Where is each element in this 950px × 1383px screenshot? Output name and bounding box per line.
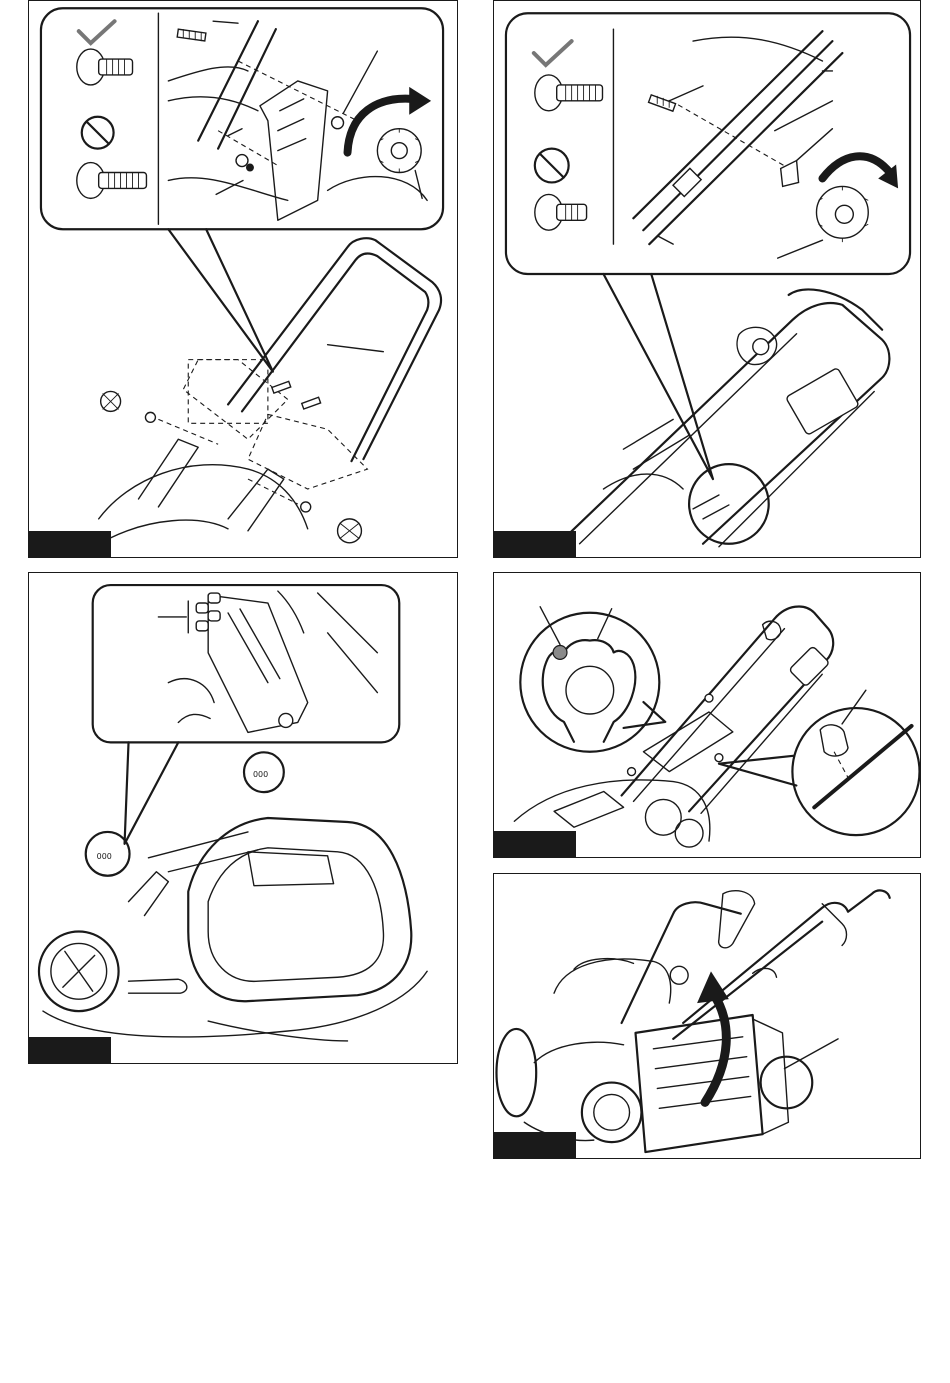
check-mark-icon bbox=[79, 21, 115, 43]
figure-1-tag bbox=[29, 531, 111, 557]
knob-icon bbox=[816, 186, 868, 242]
incorrect-bolt-icon bbox=[535, 194, 587, 230]
handle-detail-drawing bbox=[633, 31, 898, 258]
figure-4-tag bbox=[494, 831, 576, 857]
figure-1-panel bbox=[28, 0, 458, 558]
knob-icon bbox=[377, 129, 421, 173]
figure-5-illustration bbox=[494, 874, 920, 1158]
figure-1-illustration bbox=[29, 1, 457, 557]
mower-body: 000 000 bbox=[39, 752, 427, 1041]
correct-bolt-icon bbox=[77, 49, 133, 85]
handle-assembly bbox=[99, 238, 441, 543]
nut-detail bbox=[719, 690, 920, 835]
check-mark-icon bbox=[534, 41, 572, 65]
figure-2-tag bbox=[494, 531, 576, 557]
handle-detail-drawing bbox=[168, 21, 431, 220]
handle-assembly bbox=[564, 289, 890, 546]
prohibited-icon bbox=[82, 117, 114, 149]
cable-clip-detail bbox=[520, 607, 665, 752]
prohibited-icon bbox=[535, 149, 569, 183]
figure-3-panel: 000 000 bbox=[28, 572, 458, 1064]
svg-text:000: 000 bbox=[97, 852, 112, 861]
figure-5-panel bbox=[493, 873, 921, 1159]
figure-3-tag bbox=[29, 1037, 111, 1063]
detail-callout-box bbox=[41, 8, 443, 229]
figure-2-panel bbox=[493, 0, 921, 558]
incorrect-bolt-icon bbox=[77, 163, 147, 199]
figure-5-tag bbox=[494, 1132, 576, 1158]
mower-with-grass-box bbox=[496, 890, 889, 1152]
adjustment-plate-detail bbox=[158, 591, 377, 732]
svg-text:000: 000 bbox=[253, 770, 268, 779]
figure-4-panel bbox=[493, 572, 921, 858]
correct-bolt-icon bbox=[535, 75, 603, 111]
lift-arrow-icon bbox=[705, 993, 726, 1102]
figure-3-illustration: 000 000 bbox=[29, 573, 457, 1063]
curved-arrow-icon bbox=[822, 156, 888, 178]
mower-with-handle bbox=[514, 607, 833, 848]
figure-2-illustration bbox=[494, 1, 920, 557]
figure-4-illustration bbox=[494, 573, 920, 857]
